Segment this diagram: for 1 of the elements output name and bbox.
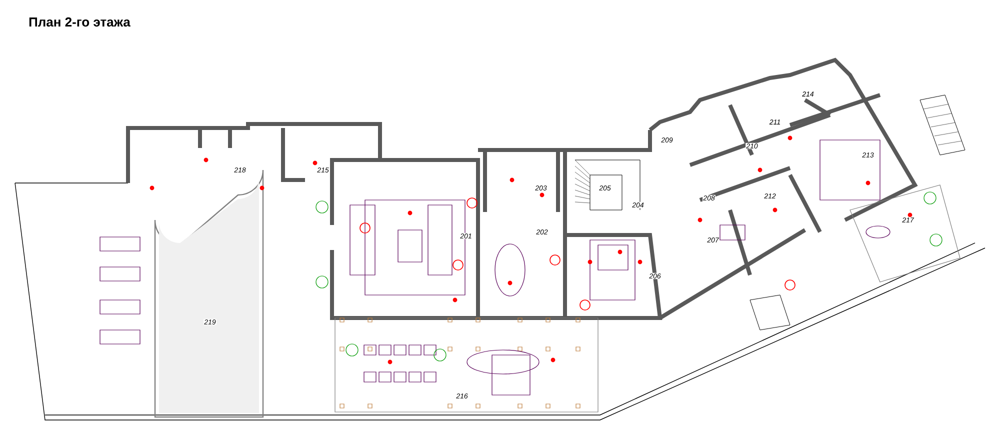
title: План 2-го этажа xyxy=(29,17,130,27)
